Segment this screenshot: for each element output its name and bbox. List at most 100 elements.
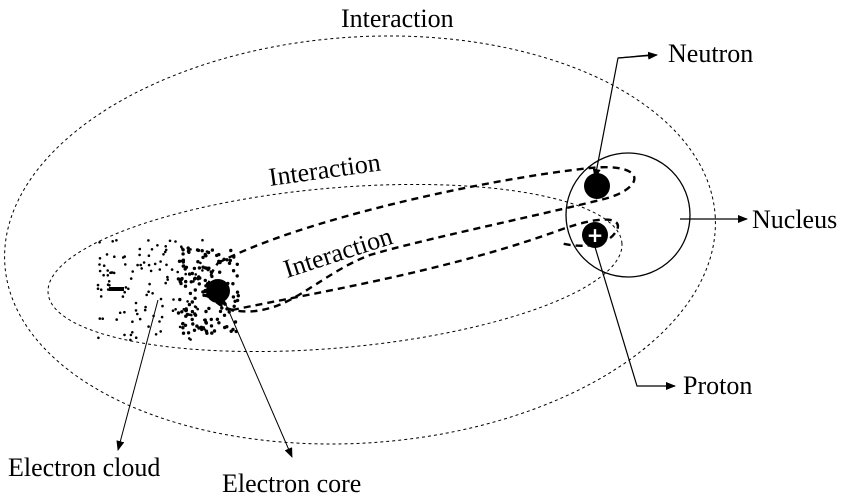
neutron-particle [584,173,610,199]
cloud-dot [147,290,150,294]
cloud-dot [164,245,167,248]
cloud-dot [196,260,200,264]
cloud-dot [174,308,177,311]
label-nucleus: Nucleus [752,205,837,234]
cloud-dot [143,308,147,312]
cloud-dot [184,307,188,311]
cloud-dot [129,338,132,342]
proton-interaction-path [231,218,620,312]
cloud-dot [136,312,139,316]
cloud-dot [178,325,182,329]
cloud-dot [134,301,138,305]
cloud-dot [196,307,199,311]
cloud-dot [188,291,193,296]
cloud-dot [127,287,130,291]
cloud-dot [205,331,209,335]
cloud-dot [183,284,188,288]
cloud-dot [148,282,151,286]
cloud-dot [129,277,133,280]
cloud-dot [182,308,186,311]
cloud-dot [223,325,227,330]
cloud-dot [124,263,127,266]
cloud-dot [201,255,205,260]
cloud-dot [150,248,154,251]
cloud-dot [174,240,177,243]
electron-charge-mark [109,287,124,291]
cloud-dot [201,290,205,294]
cloud-dot [164,248,168,252]
cloud-dot [235,262,239,266]
cloud-dot [172,298,175,301]
cloud-dot [164,281,167,285]
cloud-dot [201,269,204,272]
cloud-dot [96,283,100,287]
cloud-dot [232,255,236,259]
cloud-dot [209,270,213,274]
proton-particle [582,222,608,248]
cloud-dot [181,252,185,256]
cloud-dot [232,304,236,308]
cloud-dot [215,317,220,321]
cloud-dot [98,317,102,320]
cloud-dot [151,292,154,295]
cloud-dot [156,244,159,247]
cloud-dot [96,287,100,291]
cloud-dot [180,259,183,263]
cloud-dot [222,313,227,317]
cloud-dot [176,270,179,274]
cloud-dot [153,262,157,266]
cloud-dot [159,297,163,301]
cloud-dot [106,283,110,287]
cloud-dot [187,337,191,340]
cloud-dot [106,269,109,272]
cloud-dot [111,271,114,274]
cloud-dot [171,309,175,313]
cloud-dot [123,310,126,314]
cloud-dot [180,310,184,314]
cloud-dot [101,317,104,321]
neutron-leader [592,54,651,179]
cloud-dot [181,331,186,335]
cloud-dot [203,278,207,283]
nucleus-circle [565,152,691,278]
cloud-dot [134,336,138,340]
cloud-dot [231,269,236,273]
cloud-dot [186,246,190,250]
cloud-dot [189,280,193,284]
cloud-dot [123,255,126,258]
cloud-dot [149,269,153,273]
cloud-dot [196,248,201,253]
cloud-dot [158,268,162,271]
cloud-dot [177,259,182,263]
proton-charge: + [587,223,604,247]
cloud-dot [161,304,164,308]
cloud-dot [204,320,208,324]
cloud-dot [231,295,236,299]
cloud-dot [124,286,128,289]
cloud-dot [210,248,215,252]
cloud-dot [105,253,109,256]
cloud-dot [206,267,210,272]
cloud-dot [176,311,181,315]
cloud-dot [233,320,238,324]
cloud-dot [107,280,111,283]
cloud-dot [160,315,164,319]
cloud-dot [235,274,239,278]
cloud-dot [192,328,197,332]
cloud-dot [193,312,197,316]
cloud-dot [102,264,106,268]
cloud-dot [207,306,211,311]
cloud-dot [210,274,214,279]
cloud-dot [236,294,240,298]
cloud-dot [199,261,202,265]
cloud-dot [204,309,208,314]
cloud-dot [197,275,201,279]
cloud-dot [131,320,134,324]
cloud-dot [147,263,151,267]
cloud-dot [191,322,195,326]
cloud-dot [170,268,174,271]
cloud-dot [187,302,192,307]
cloud-dot [201,265,205,269]
cloud-dot [123,290,126,294]
cloud-dot [192,266,197,271]
